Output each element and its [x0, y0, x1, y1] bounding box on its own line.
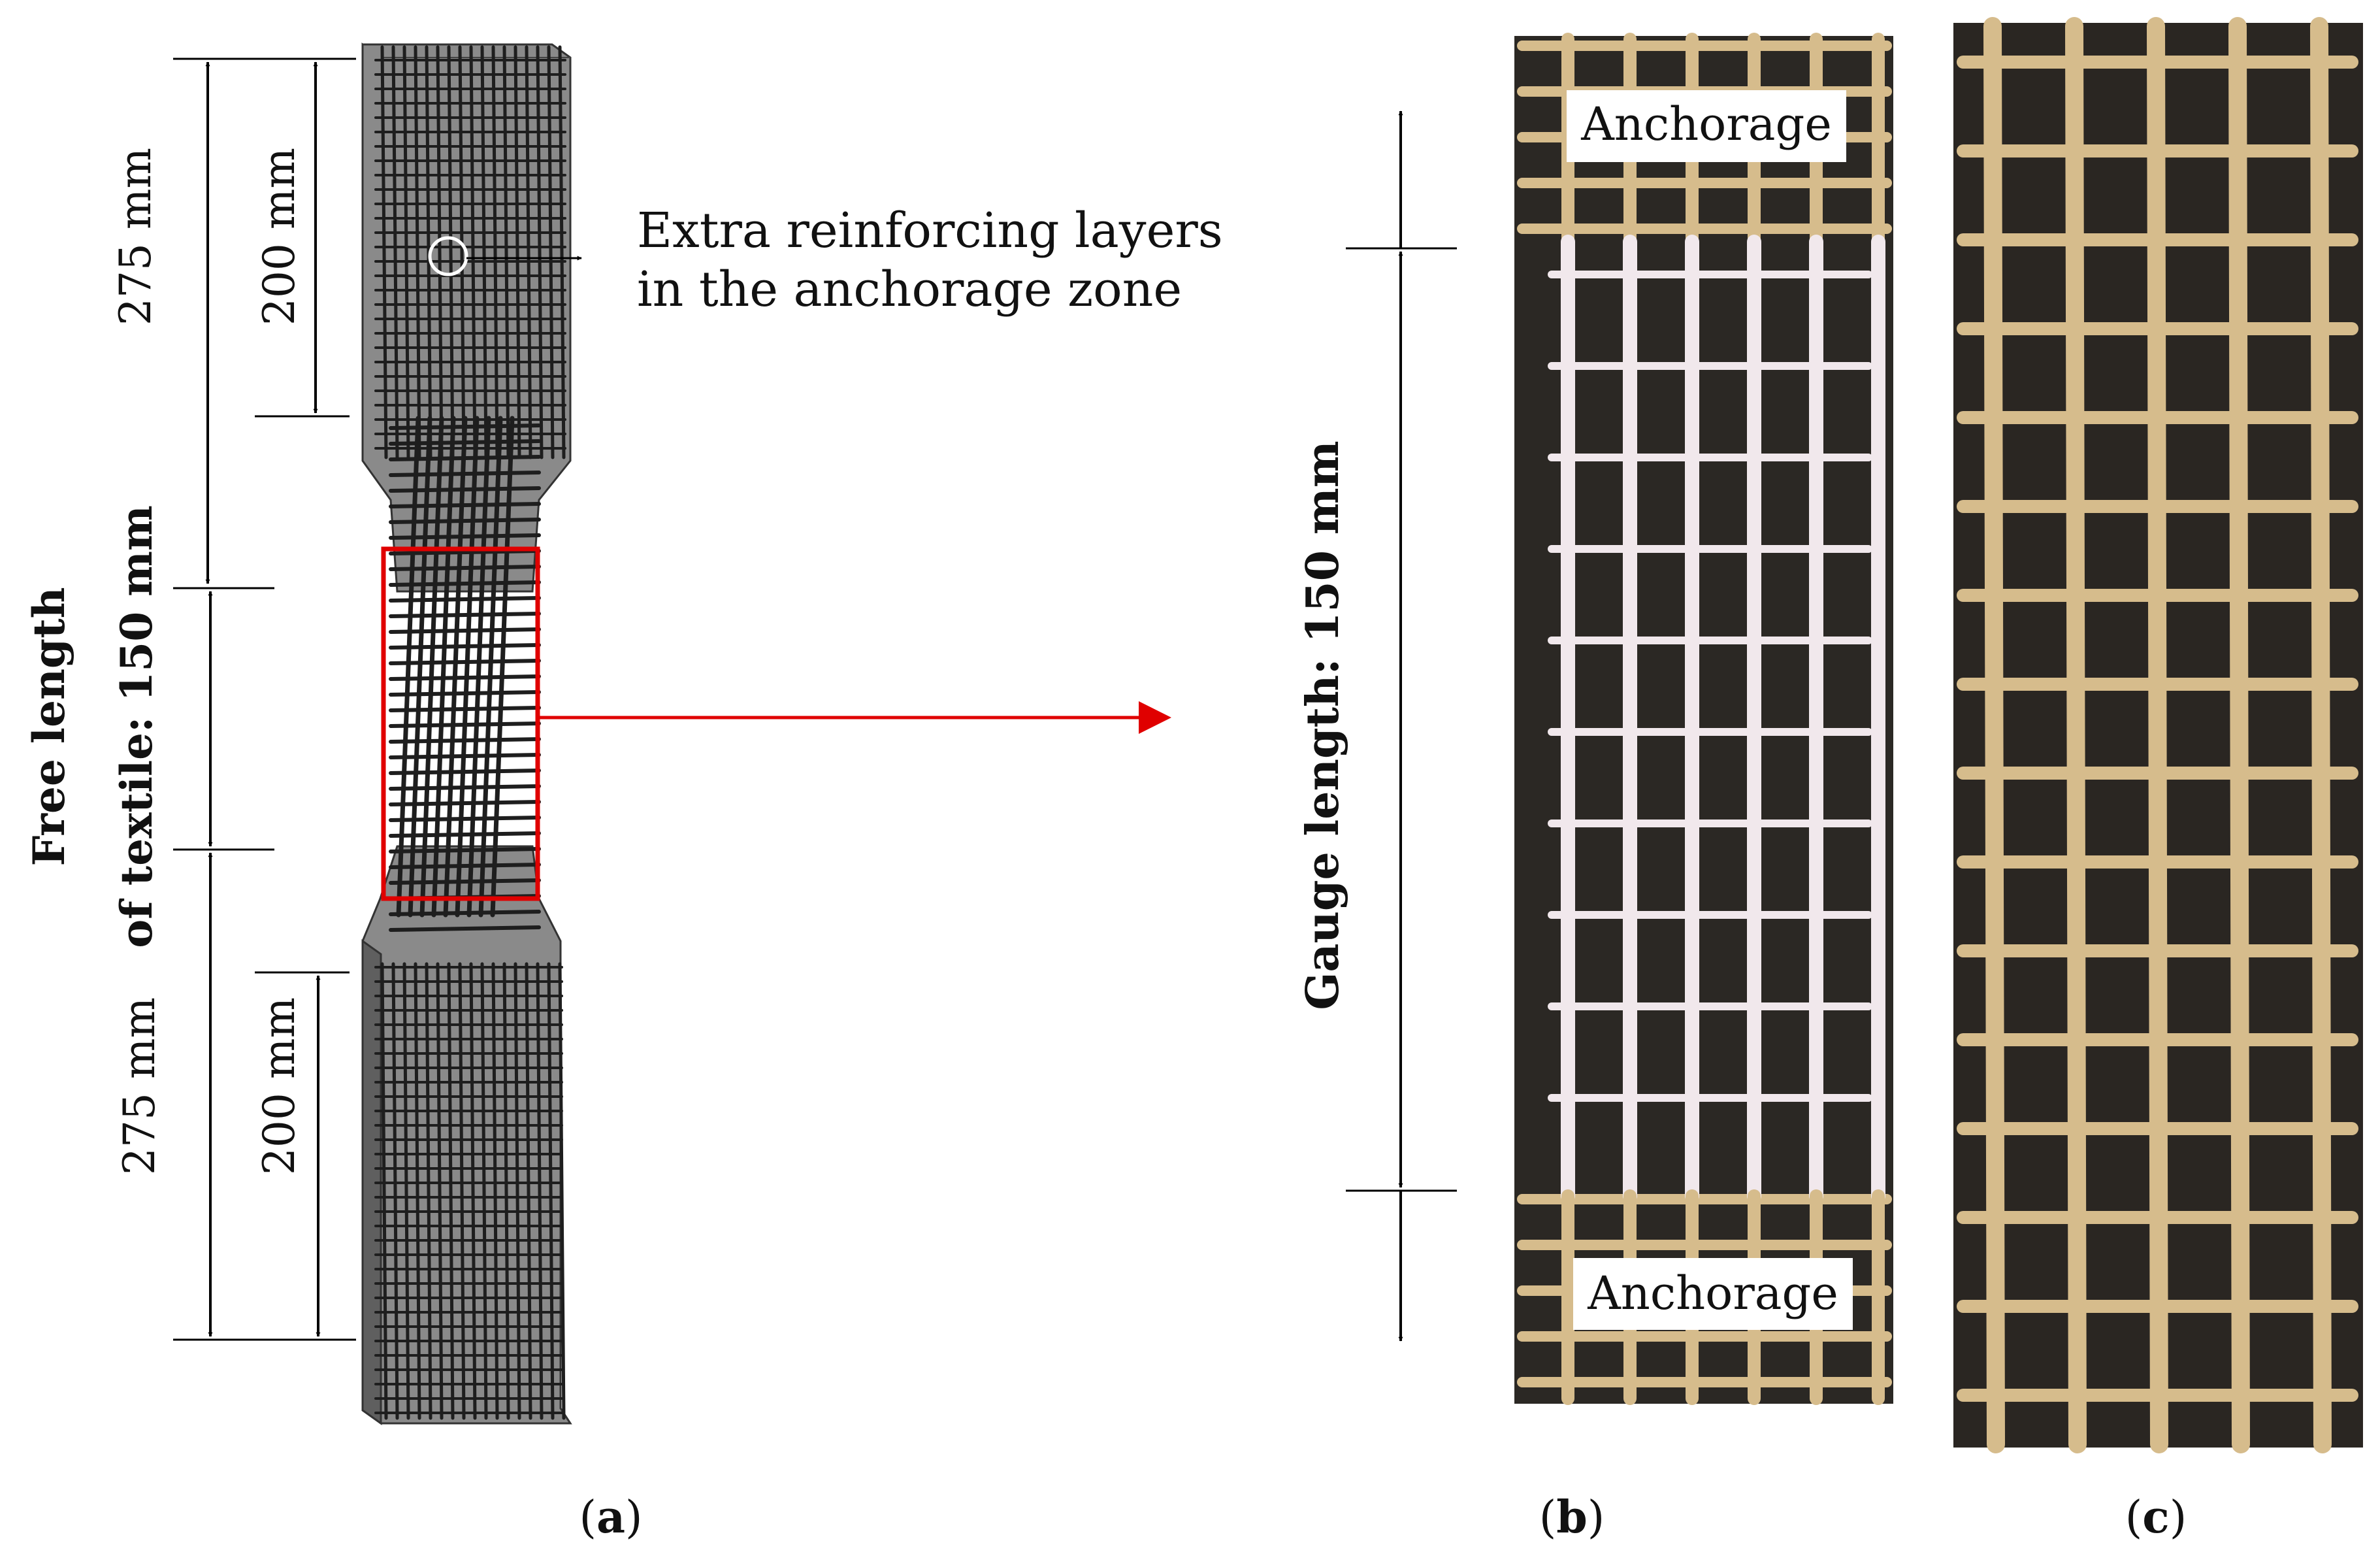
- mesh-bar-horizontal: [389, 816, 541, 822]
- mesh-bar-horizontal: [389, 423, 541, 430]
- mesh-bar-horizontal: [389, 721, 541, 728]
- mesh-bar-horizontal: [389, 706, 541, 712]
- gauge-length-label: Gauge length: 150 mm: [1297, 440, 1349, 1010]
- mesh-bar-horizontal: [389, 863, 541, 869]
- mesh-bar-vertical: [443, 416, 468, 918]
- anchorage-label-bottom: Anchorage: [1587, 1266, 1838, 1320]
- mesh-bar-vertical: [408, 416, 432, 918]
- mesh-bar-horizontal: [389, 674, 541, 681]
- mesh-bar-horizontal: [389, 925, 541, 932]
- textile-coated-mesh: [1957, 17, 2358, 1453]
- mesh-bar-vertical: [491, 45, 499, 459]
- dim-label-bottom-outer: 275 mm: [114, 997, 165, 1175]
- free-length-highlight-box: [381, 546, 540, 901]
- mesh-bar-horizontal: [389, 455, 541, 461]
- textile-warp: [2147, 17, 2168, 1453]
- mesh-bar-horizontal: [389, 737, 541, 744]
- mesh-bar-horizontal: [389, 690, 541, 697]
- mesh-bar-horizontal: [389, 502, 541, 508]
- caption-c: (c): [2125, 1491, 2187, 1544]
- anchorage-label-box-top: [1567, 90, 1846, 162]
- dim-label-top-outer: 275 mm: [110, 148, 161, 325]
- specimen-body: [361, 42, 572, 1425]
- caption-a: (a): [579, 1491, 642, 1544]
- mesh-bar-horizontal: [389, 659, 541, 665]
- mesh-bar-vertical: [425, 45, 432, 459]
- mesh-bar-vertical: [455, 416, 480, 918]
- panel-b-gauge-photo: Anchorage Anchorage Gauge length: 150 mm…: [1297, 33, 1893, 1544]
- photo-b: [1514, 36, 1893, 1404]
- dim-label-bottom-inner: 200 mm: [254, 997, 304, 1175]
- specimen-bottom-side-face: [361, 939, 382, 1425]
- mesh-bar-horizontal: [389, 910, 541, 916]
- anchorage-label-box-bottom: [1573, 1258, 1853, 1330]
- textile-mesh: [374, 45, 566, 1420]
- mesh-bar-horizontal: [389, 769, 541, 775]
- free-length-line1: Free length: [24, 587, 74, 866]
- mesh-bar-horizontal: [389, 643, 541, 650]
- dim-label-top-inner: 200 mm: [254, 148, 304, 325]
- mesh-bar-horizontal: [389, 580, 541, 587]
- gauge-dimension: [1346, 110, 1457, 1342]
- mesh-bar-vertical: [458, 45, 466, 459]
- annotation-line2: in the anchorage zone: [637, 261, 1182, 318]
- mesh-bar-horizontal: [389, 627, 541, 634]
- mesh-bar-horizontal: [389, 439, 541, 446]
- mesh-bar-horizontal: [389, 486, 541, 493]
- panel-a-specimen-drawing: Extra reinforcing layers in the anchorag…: [24, 42, 1223, 1544]
- mesh-bar-vertical: [469, 45, 477, 459]
- mesh-bar-horizontal: [389, 847, 541, 853]
- mesh-bar-vertical: [525, 45, 532, 459]
- mesh-bar-vertical: [547, 45, 555, 459]
- mesh-bar-horizontal: [389, 471, 541, 477]
- mesh-bar-horizontal: [389, 518, 541, 524]
- mesh-bar-horizontal: [389, 549, 541, 555]
- extension-lines: [173, 58, 356, 1341]
- caption-b: (b): [1539, 1491, 1605, 1544]
- mesh-bar-vertical: [431, 416, 456, 918]
- mesh-bar-vertical: [478, 416, 503, 918]
- mesh-bar-horizontal: [389, 784, 541, 791]
- textile-warp: [2065, 17, 2087, 1453]
- mesh-bar-vertical: [380, 45, 388, 459]
- mesh-bar-vertical: [447, 45, 455, 459]
- mesh-bar-horizontal: [389, 831, 541, 838]
- mesh-bar-vertical: [480, 45, 488, 459]
- mesh-bar-vertical: [402, 45, 410, 459]
- mesh-bar-horizontal: [389, 800, 541, 806]
- mesh-bar-vertical: [558, 45, 566, 459]
- mesh-bar-vertical: [436, 45, 444, 459]
- annotation-circle: [428, 236, 468, 276]
- mesh-bar-vertical: [396, 416, 421, 918]
- mesh-bar-horizontal: [389, 533, 541, 540]
- mesh-bar-horizontal: [389, 878, 541, 885]
- mesh-bar-horizontal: [389, 612, 541, 618]
- mesh-bar-vertical: [414, 45, 421, 459]
- mesh-bar-vertical: [391, 45, 399, 459]
- mesh-bar-vertical: [502, 45, 510, 459]
- anchorage-label-top: Anchorage: [1580, 97, 1832, 151]
- textile-warp: [2228, 17, 2250, 1453]
- textile-warp: [1983, 17, 2005, 1453]
- mesh-bar-vertical: [513, 45, 521, 459]
- panel-c-coated-photo: (c): [1953, 17, 2363, 1544]
- mesh-bar-vertical: [419, 416, 444, 918]
- mesh-bar-vertical: [466, 416, 491, 918]
- free-length-line2: of textile: 150 mm: [111, 505, 162, 948]
- dimension-arrows: [205, 61, 321, 1337]
- mesh-bar-horizontal: [389, 753, 541, 759]
- textile-warp: [2310, 17, 2332, 1453]
- mesh-bar-horizontal: [389, 565, 541, 571]
- mesh-bar-vertical: [536, 45, 544, 459]
- annotation-line1: Extra reinforcing layers: [637, 203, 1223, 259]
- mesh-bar-horizontal: [389, 596, 541, 603]
